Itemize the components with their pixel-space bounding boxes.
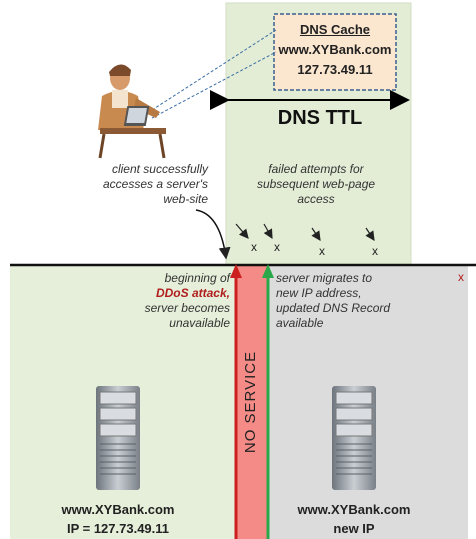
- migration-note: server migrates to new IP address, updat…: [276, 271, 391, 330]
- failed-mark: x: [251, 240, 257, 254]
- attack-note: beginning of DDoS attack, server becomes…: [108, 271, 230, 331]
- client-person-icon: [98, 64, 166, 159]
- dns-ttl-label: DNS TTL: [277, 107, 363, 129]
- failed-arrow: [311, 227, 321, 241]
- dns-cache-ip: 127.73.49.11: [297, 62, 373, 77]
- attack-note-prefix: beginning of: [164, 271, 230, 285]
- attack-note-suffix: server becomes unavailable: [144, 301, 230, 330]
- no-service-band: [236, 265, 268, 539]
- failed-attempts-note: failed attempts for subsequent web-page …: [256, 162, 376, 206]
- old-server-icon: [96, 386, 140, 490]
- failed-arrow: [263, 223, 273, 240]
- failed-mark: x: [458, 270, 464, 284]
- old-server-name: www.XYBank.com: [61, 502, 175, 517]
- failed-mark: x: [274, 240, 280, 254]
- dns-cache-domain: www.XYBank.com: [278, 42, 392, 57]
- failed-mark: x: [372, 244, 378, 258]
- new-server-ip: new IP: [333, 521, 375, 536]
- no-service-label: NO SERVICE: [242, 350, 259, 454]
- new-server-name: www.XYBank.com: [297, 502, 411, 517]
- attack-arrow-head: [230, 264, 242, 278]
- migration-arrow-head: [262, 264, 274, 278]
- client-access-arrow: [195, 209, 231, 260]
- failed-mark: x: [319, 244, 325, 258]
- speech-line: [151, 29, 277, 111]
- attack-note-highlight: DDoS attack,: [155, 286, 230, 300]
- speech-line: [151, 51, 277, 119]
- new-server-icon: [332, 386, 376, 490]
- failed-arrow: [235, 223, 249, 239]
- client-note: client successfully accesses a server's …: [103, 162, 208, 206]
- dns-cache-title: DNS Cache: [299, 22, 371, 37]
- dns-cache-box: [273, 13, 397, 91]
- old-server-ip: IP = 127.73.49.11: [66, 521, 170, 536]
- failed-arrow: [365, 227, 375, 241]
